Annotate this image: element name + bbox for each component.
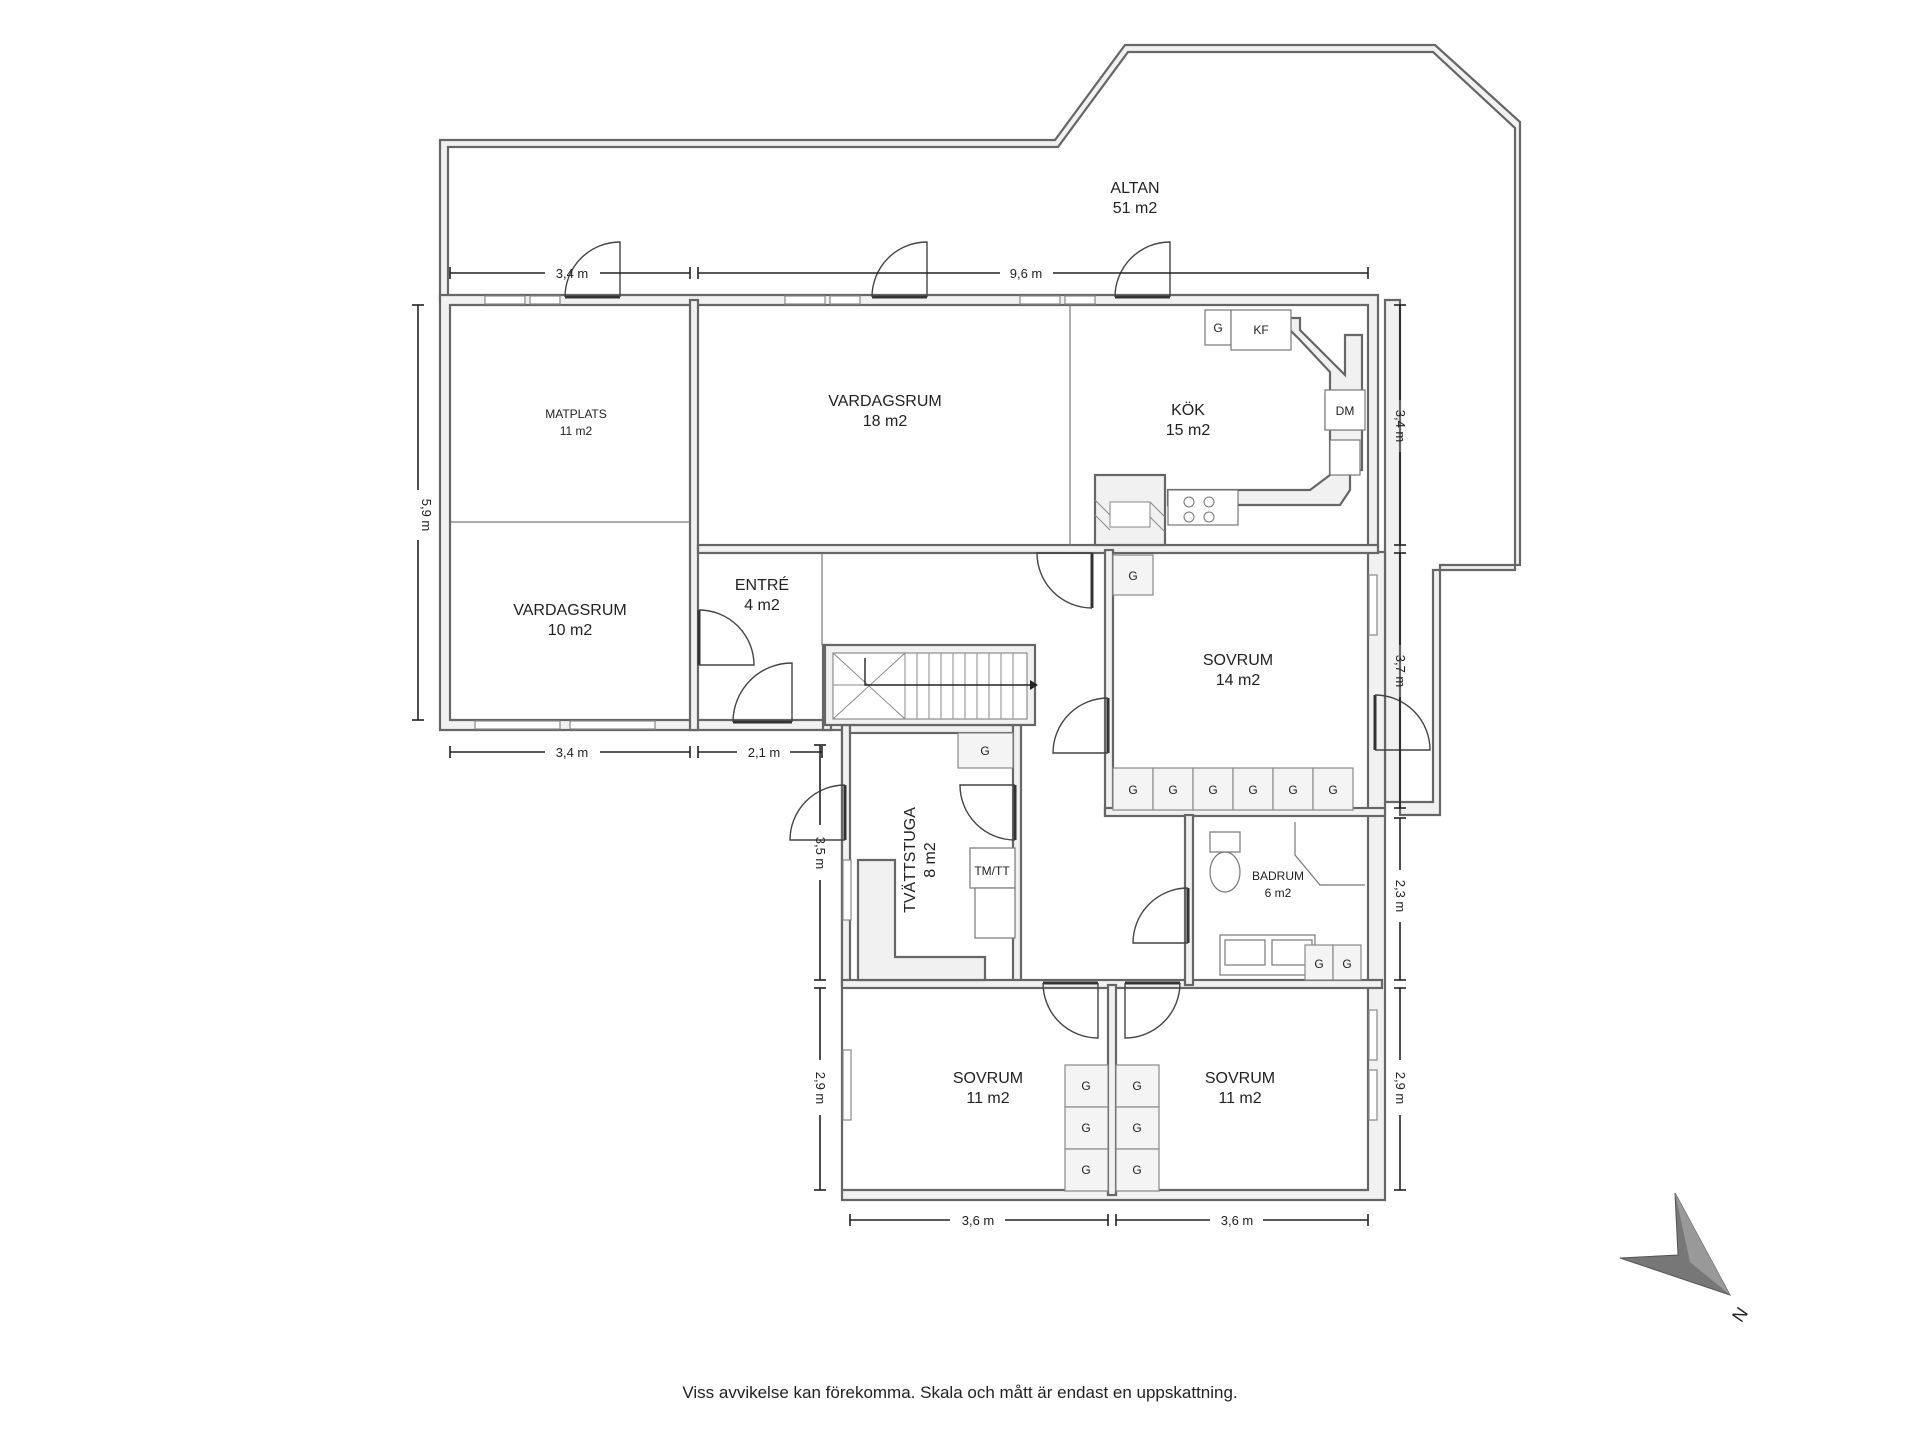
room-name-entre: ENTRÉ [735, 575, 789, 594]
compass-north-label: N [1728, 1303, 1752, 1325]
room-name-sovrum: SOVRUM [1203, 652, 1273, 669]
dim-label-bottom-sov-right: 3,6 m [1221, 1213, 1254, 1228]
disclaimer-text: Viss avvikelse kan förekomma. Skala och … [682, 1383, 1238, 1402]
door-arc [698, 609, 755, 666]
dim-label-top-left: 3,4 m [556, 266, 589, 281]
fixture-label-g: G [1081, 1163, 1090, 1177]
dim-label-left-tvatt: 3,5 m [813, 837, 828, 870]
fixture-label-tmtt: TM/TT [974, 864, 1010, 878]
kitchen-counter [1093, 316, 1364, 547]
fixture-label-g: G [1342, 957, 1351, 971]
room-dividers [450, 305, 1071, 645]
dim-label-right-lower: 2,9 m [1393, 1072, 1408, 1105]
door-arc [1114, 241, 1171, 298]
door-arc [1132, 887, 1189, 944]
room-area-tvattstuga: 8 m2 [922, 842, 939, 878]
room-labels: ALTAN 51 m2 MATPLATS 11 m2 VARDAGSRUM 18… [513, 180, 1304, 1107]
room-name-vardagsrum: VARDAGSRUM [828, 393, 942, 410]
staircase [823, 643, 1038, 727]
dimension-lines [412, 267, 1406, 1226]
room-area-altan: 51 m2 [1113, 200, 1158, 217]
compass-north-arrow: N [1619, 1192, 1752, 1326]
fixture-label-g: G [1081, 1079, 1090, 1093]
room-name-altan: ALTAN [1110, 180, 1159, 197]
fixture-label-g: G [980, 744, 989, 758]
door-arc [1052, 697, 1109, 754]
fixture-label-g: G [1314, 957, 1323, 971]
dimension-labels: 3,4 m 9,6 m 5,9 m 3,4 m 2,1 m 3,4 m 3,7 … [419, 266, 1408, 1228]
windows [474, 295, 1378, 1121]
room-area-vardagsrum: 10 m2 [548, 622, 593, 639]
dim-label-top-right: 9,6 m [1010, 266, 1043, 281]
room-area-sovrum: 11 m2 [1218, 1090, 1261, 1107]
fixture-label-g: G [1128, 783, 1137, 797]
door-arc [564, 241, 621, 298]
door-arc [789, 784, 846, 841]
exterior-walls [438, 293, 1387, 1202]
dim-label-left-height: 5,9 m [419, 499, 434, 532]
doors [564, 241, 1431, 1039]
fixture-label-g: G [1132, 1163, 1141, 1177]
room-name-sovrum: SOVRUM [1205, 1070, 1275, 1087]
room-name-sovrum: SOVRUM [953, 1070, 1023, 1087]
room-name-vardagsrum: VARDAGSRUM [513, 602, 627, 619]
fixture-labels: G KF DM G G TM/TT G G G G G G G G G G G … [974, 321, 1354, 1177]
door-arc [1374, 694, 1431, 751]
door-arc [959, 784, 1016, 841]
room-name-badrum: BADRUM [1252, 869, 1304, 883]
room-area-vardagsrum: 18 m2 [863, 413, 908, 430]
door-arc [1124, 982, 1181, 1039]
room-name-tvattstuga: TVÄTTSTUGA [901, 807, 919, 913]
fixture-label-g: G [1213, 321, 1222, 335]
room-area-sovrum: 14 m2 [1216, 672, 1261, 689]
fixture-label-g: G [1328, 783, 1337, 797]
dim-label-bottom-sov-left: 3,6 m [962, 1213, 995, 1228]
dim-label-bottom-left: 3,4 m [556, 745, 589, 760]
interior-walls [688, 298, 1387, 1197]
door-arc [1042, 982, 1099, 1039]
dim-label-left-lower: 2,9 m [813, 1072, 828, 1105]
room-area-matplats: 11 m2 [560, 424, 593, 438]
room-area-entre: 4 m2 [744, 597, 780, 614]
fixture-label-g: G [1132, 1121, 1141, 1135]
dim-label-right-sovrum: 3,7 m [1393, 655, 1408, 688]
fixture-label-kf: KF [1253, 323, 1268, 337]
dim-label-bottom-mid: 2,1 m [748, 745, 781, 760]
fixture-label-g: G [1208, 783, 1217, 797]
room-area-badrum: 6 m2 [1265, 886, 1292, 900]
door-arc [732, 662, 793, 723]
room-name-kok: KÖK [1171, 401, 1205, 419]
fixture-label-g: G [1132, 1079, 1141, 1093]
dim-label-right-badrum: 2,3 m [1393, 880, 1408, 913]
room-area-sovrum: 11 m2 [966, 1090, 1009, 1107]
fixture-label-g: G [1248, 783, 1257, 797]
fixtures [856, 309, 1366, 1192]
room-name-matplats: MATPLATS [545, 407, 607, 421]
fixture-label-g: G [1081, 1121, 1090, 1135]
fixture-label-g: G [1168, 783, 1177, 797]
door-arc [871, 241, 928, 298]
fixture-label-g: G [1128, 569, 1137, 583]
door-arc [1036, 552, 1093, 609]
fixture-label-dm: DM [1336, 404, 1355, 418]
fixture-label-g: G [1288, 783, 1297, 797]
dim-label-right-kitchen: 3,4 m [1393, 410, 1408, 443]
room-area-kok: 15 m2 [1166, 422, 1211, 439]
